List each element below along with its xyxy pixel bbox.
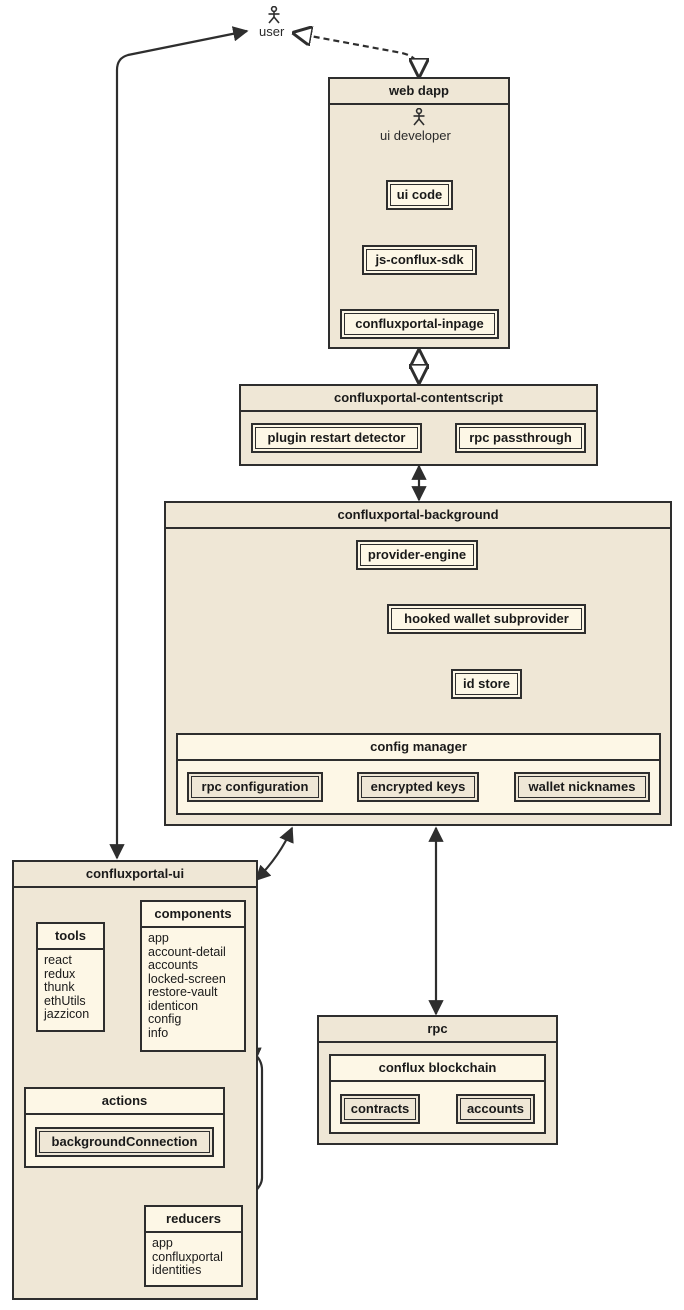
web-dapp-title: web dapp bbox=[330, 79, 508, 105]
conflux-blockchain-title: conflux blockchain bbox=[331, 1056, 544, 1082]
confluxportal-ui-title: confluxportal-ui bbox=[14, 862, 256, 888]
components-item: identicon bbox=[148, 998, 199, 1013]
tools-list: react redux thunk ethUtils jazzicon bbox=[38, 950, 103, 1026]
tools-title: tools bbox=[38, 924, 103, 950]
components-item: account-detail bbox=[148, 944, 226, 959]
components-item: locked-screen bbox=[148, 971, 226, 986]
components-node: components app account-detail accounts l… bbox=[140, 900, 246, 1052]
wallet-nicknames-node: wallet nicknames bbox=[514, 772, 650, 802]
id-store-node: id store bbox=[451, 669, 522, 699]
edge-background-ui bbox=[254, 826, 294, 882]
edge-user-webdapp bbox=[294, 33, 419, 76]
tools-item: thunk bbox=[44, 980, 75, 994]
components-item: info bbox=[148, 1025, 169, 1040]
components-item: restore-vault bbox=[148, 985, 218, 999]
js-conflux-sdk-node: js-conflux-sdk bbox=[362, 245, 477, 275]
components-title: components bbox=[142, 902, 244, 928]
reducers-item: app bbox=[152, 1236, 173, 1250]
tools-item: ethUtils bbox=[44, 993, 86, 1008]
reducers-node: reducers app confluxportal identities bbox=[144, 1205, 243, 1287]
rpc-title: rpc bbox=[319, 1017, 556, 1043]
components-item: accounts bbox=[148, 958, 199, 972]
hooked-wallet-subprovider-node: hooked wallet subprovider bbox=[387, 604, 586, 634]
plugin-restart-detector-node: plugin restart detector bbox=[251, 423, 422, 453]
user-label: user bbox=[259, 24, 285, 39]
tools-item: jazzicon bbox=[44, 1007, 90, 1021]
background-title: confluxportal-background bbox=[166, 503, 670, 529]
contentscript-title: confluxportal-contentscript bbox=[241, 386, 596, 412]
user-actor-icon bbox=[268, 6, 280, 24]
background-connection-node: backgroundConnection bbox=[35, 1127, 214, 1157]
tools-item: react bbox=[44, 953, 72, 967]
ui-developer-label: ui developer bbox=[380, 128, 451, 143]
config-manager-title: config manager bbox=[178, 735, 659, 761]
confluxportal-inpage-node: confluxportal-inpage bbox=[340, 309, 499, 339]
components-item: app bbox=[148, 931, 169, 945]
edge-user-ui bbox=[109, 26, 249, 860]
contracts-node: contracts bbox=[340, 1094, 420, 1124]
ui-code-node: ui code bbox=[386, 180, 453, 210]
provider-engine-node: provider-engine bbox=[356, 540, 478, 570]
reducers-list: app confluxportal identities bbox=[146, 1233, 241, 1282]
reducers-item: identities bbox=[152, 1263, 202, 1277]
tools-node: tools react redux thunk ethUtils jazzico… bbox=[36, 922, 105, 1032]
rpc-passthrough-node: rpc passthrough bbox=[455, 423, 586, 453]
reducers-item: confluxportal bbox=[152, 1249, 223, 1264]
accounts-node: accounts bbox=[456, 1094, 535, 1124]
components-item: config bbox=[148, 1012, 182, 1026]
encrypted-keys-node: encrypted keys bbox=[357, 772, 479, 802]
tools-item: redux bbox=[44, 966, 76, 981]
components-list: app account-detail accounts locked-scree… bbox=[142, 928, 244, 1044]
ui-developer-actor-icon bbox=[413, 108, 425, 126]
reducers-title: reducers bbox=[146, 1207, 241, 1233]
rpc-configuration-node: rpc configuration bbox=[187, 772, 323, 802]
actions-title: actions bbox=[26, 1089, 223, 1115]
web-dapp-package: web dapp bbox=[328, 77, 510, 349]
